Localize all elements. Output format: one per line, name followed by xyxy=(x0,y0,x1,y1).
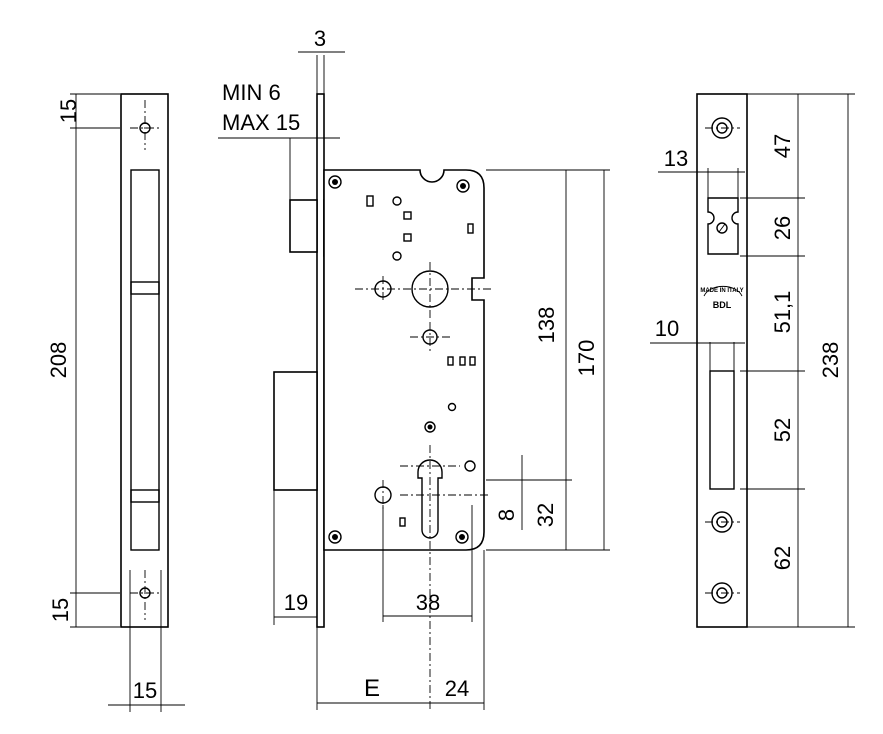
dim-right-bolt-offset: 10 xyxy=(655,316,679,341)
front-plate-view: 15 208 15 15 xyxy=(46,93,185,712)
stamp-logo: BDL xyxy=(713,300,732,310)
screw-icon xyxy=(424,421,436,433)
screw-icon xyxy=(705,582,740,604)
dim-left-bottom-hole: 15 xyxy=(48,598,73,622)
screw-icon xyxy=(130,100,160,150)
dim-thickness: 3 xyxy=(314,26,326,51)
dim-tongue-max: MAX 15 xyxy=(222,110,300,135)
faceplate-side xyxy=(316,93,325,628)
dim-edge-to-cyl: 24 xyxy=(445,676,469,701)
strike-plate xyxy=(696,93,748,628)
dim-cyl-offset: 8 xyxy=(494,509,519,521)
dim-right-latch-depth: 13 xyxy=(664,146,688,171)
screw-icon xyxy=(705,117,740,139)
screw-icon xyxy=(130,570,160,620)
follower-hole xyxy=(355,262,492,318)
front-plate-window xyxy=(130,169,160,551)
dim-right-bottom: 62 xyxy=(770,546,795,570)
screw-icon xyxy=(328,175,342,189)
dim-backset: E xyxy=(364,675,380,702)
front-plate xyxy=(120,93,169,628)
dim-left-length: 208 xyxy=(46,342,71,379)
screw-icon xyxy=(455,530,469,544)
dim-body-height: 170 xyxy=(574,340,599,377)
dim-hole-spacing: 38 xyxy=(416,590,440,615)
strike-plate-view: MADE IN ITALY BDL 47 26 51,1 52 62 238 1… xyxy=(650,93,855,628)
manufacturer-stamp: MADE IN ITALY BDL xyxy=(700,285,744,310)
dim-right-total: 238 xyxy=(818,342,843,379)
screw-icon xyxy=(456,179,470,193)
bolt-window xyxy=(709,370,735,490)
lock-body-view: 3 MIN 6 MAX 15 138 170 8 32 19 38 E 24 xyxy=(218,26,610,710)
dim-cyl-to-bottom: 32 xyxy=(533,503,558,527)
dim-right-top: 47 xyxy=(770,134,795,158)
dim-right-bolt-window: 52 xyxy=(770,418,795,442)
dim-right-latch-window: 26 xyxy=(770,216,795,240)
dim-left-width: 15 xyxy=(133,678,157,703)
stamp-text: MADE IN ITALY xyxy=(700,288,743,294)
dim-cyl-handle-distance: 138 xyxy=(534,307,559,344)
cylinder-hole xyxy=(374,445,490,710)
screw-icon xyxy=(328,530,342,544)
deadbolt xyxy=(273,371,318,491)
screw-icon xyxy=(705,511,740,533)
dim-left-top-hole: 15 xyxy=(56,99,81,123)
dim-bolt-depth: 19 xyxy=(284,590,308,615)
lock-body xyxy=(323,169,485,551)
dim-right-middle: 51,1 xyxy=(770,291,795,334)
dim-tongue-min: MIN 6 xyxy=(222,80,281,105)
latch-window xyxy=(707,197,739,255)
